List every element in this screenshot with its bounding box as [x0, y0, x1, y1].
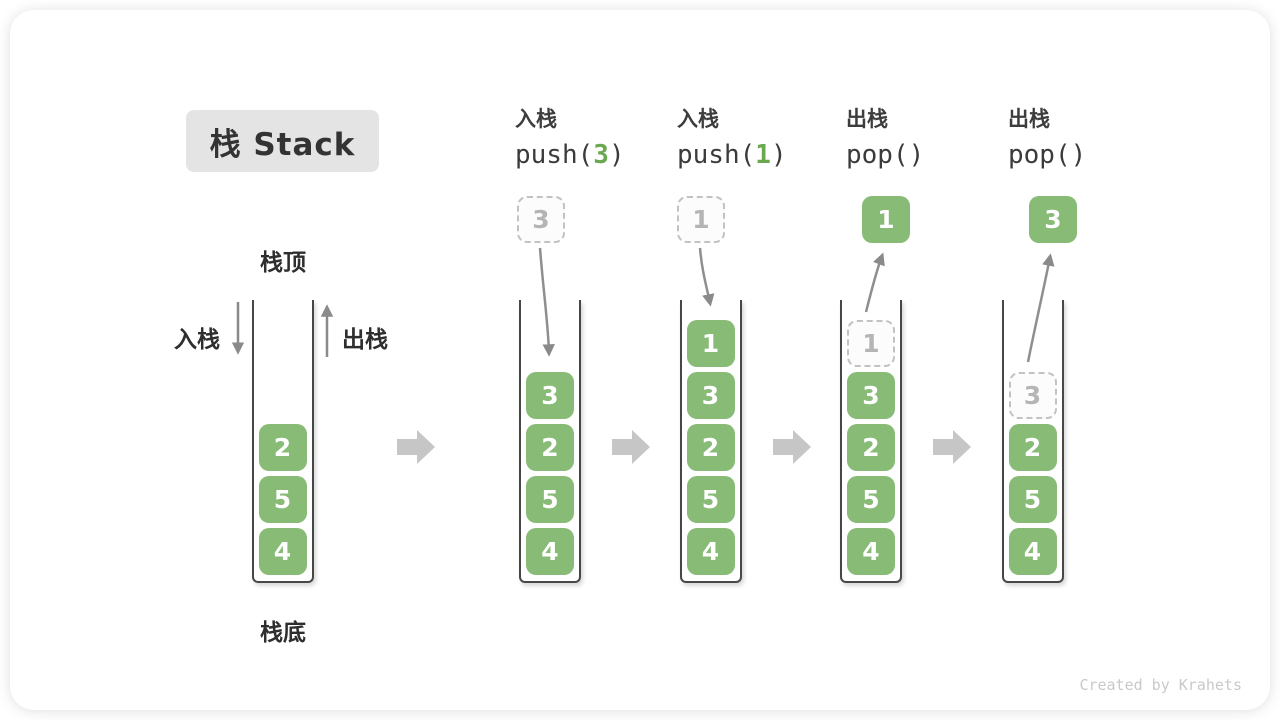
stack-cell: 2 — [686, 424, 735, 471]
header-pop-1: 出栈 pop() — [846, 106, 1016, 170]
stack-cell: 2 — [1008, 424, 1057, 471]
code-pre: pop( — [846, 140, 909, 170]
stack-after-push-3-incoming-box: 3 — [517, 196, 565, 243]
stack-cell-ghost: 3 — [1008, 372, 1057, 419]
code-post: ) — [1070, 140, 1087, 170]
stack-cell: 5 — [1008, 476, 1057, 523]
code-pre: push( — [515, 140, 594, 170]
header-push-3-label: 入栈 — [515, 107, 557, 131]
header-push-1: 入栈 push(1) — [677, 106, 847, 170]
stack-cell: 4 — [1008, 528, 1057, 575]
stack-cell: 5 — [526, 476, 574, 523]
code-post: ) — [908, 140, 925, 170]
stack-cell: 2 — [847, 424, 895, 471]
stack-cell: 2 — [526, 424, 574, 471]
stack-cell: 4 — [258, 528, 307, 575]
stack-cell: 5 — [686, 476, 735, 523]
header-push-1-label: 入栈 — [677, 107, 719, 131]
code-arg: 1 — [755, 140, 771, 170]
header-pop-3: 出栈 pop() — [1008, 106, 1178, 170]
stack-after-push-1-incoming-box: 1 — [677, 196, 725, 243]
stack-top-label: 栈顶 — [260, 250, 306, 276]
code-post: ) — [770, 140, 787, 170]
stack-cell: 4 — [847, 528, 895, 575]
code-arg: 3 — [593, 140, 609, 170]
header-pop-3-label: 出栈 — [1008, 107, 1050, 131]
stack-cell-ghost: 1 — [847, 320, 895, 367]
header-pop-3-code: pop() — [1008, 140, 1178, 170]
header-push-3-code: push(3) — [515, 140, 685, 170]
watermark: Created by Krahets — [1079, 676, 1242, 694]
stack-cell: 2 — [258, 424, 307, 471]
diagram-title: 栈 Stack — [186, 110, 379, 172]
stack-cell: 3 — [686, 372, 735, 419]
stack-bottom-label: 栈底 — [260, 620, 306, 646]
stack-cell: 3 — [847, 372, 895, 419]
stack-cell: 3 — [526, 372, 574, 419]
header-push-1-code: push(1) — [677, 140, 847, 170]
diagram-title-label: 栈 Stack — [209, 126, 356, 163]
stack-cell: 5 — [847, 476, 895, 523]
code-post: ) — [608, 140, 625, 170]
header-pop-1-label: 出栈 — [846, 107, 888, 131]
stack-cell: 1 — [686, 320, 735, 367]
stack-cell: 5 — [258, 476, 307, 523]
stack-cell: 4 — [526, 528, 574, 575]
header-pop-1-code: pop() — [846, 140, 1016, 170]
pop-side-label: 出栈 — [342, 327, 388, 353]
code-pre: pop( — [1008, 140, 1071, 170]
stack-after-pop-1-popped-box: 1 — [862, 196, 910, 243]
header-push-3: 入栈 push(3) — [515, 106, 685, 170]
push-side-label: 入栈 — [174, 327, 220, 353]
stack-cell: 4 — [686, 528, 735, 575]
stack-after-pop-3-popped-box: 3 — [1029, 196, 1077, 243]
code-pre: push( — [677, 140, 756, 170]
